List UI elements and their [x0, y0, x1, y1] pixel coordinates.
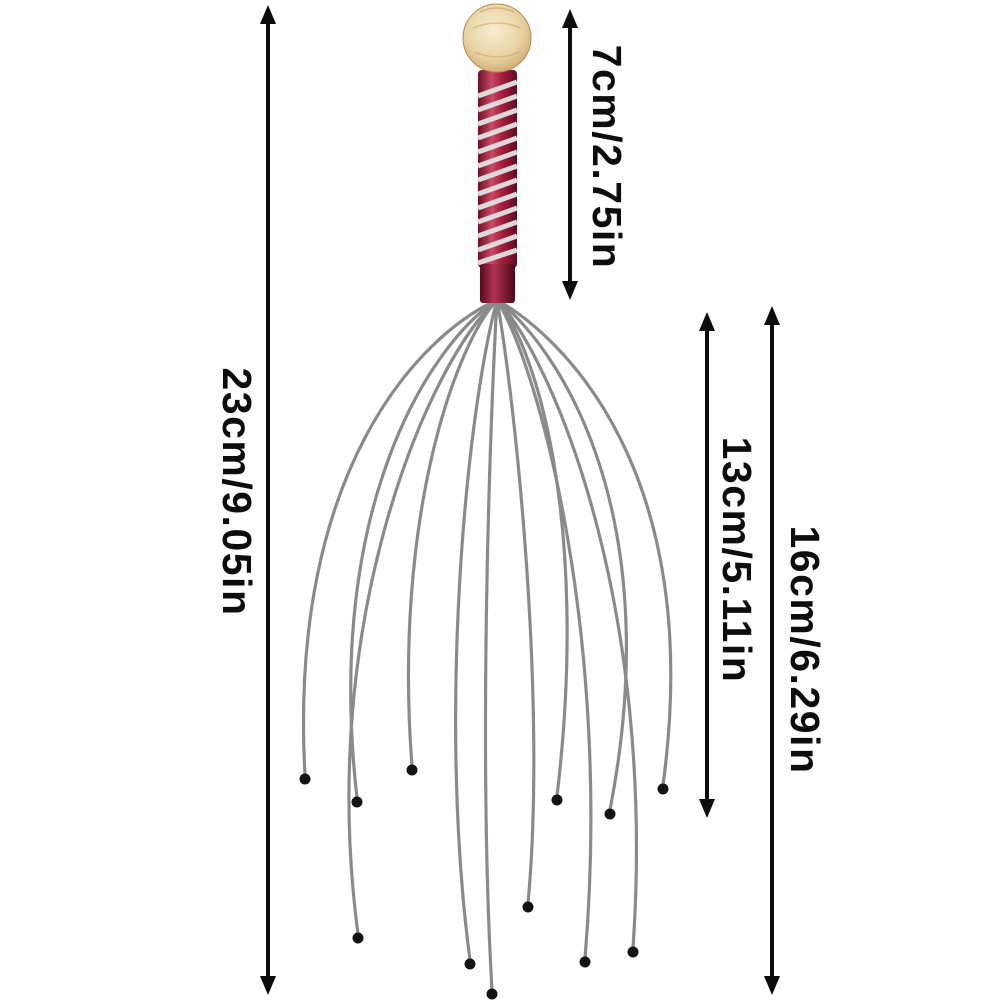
massager-wire — [495, 298, 593, 960]
dimension-arrow-inner — [699, 312, 715, 818]
dimension-label-overall: 23cm/9.05in — [214, 368, 260, 617]
massager-wire — [302, 298, 499, 777]
dimension-label-handle: 7cm/2.75in — [584, 45, 630, 270]
wire-tip — [657, 783, 669, 795]
massager-wire — [349, 298, 499, 800]
massager-wires — [302, 298, 673, 992]
dimension-arrows — [260, 5, 780, 995]
massager-wire — [483, 298, 499, 992]
dimension-arrow-outer — [764, 306, 780, 995]
massager-wire — [454, 298, 499, 962]
wire-tip — [299, 773, 311, 785]
dimension-label-outer: 16cm/6.29in — [782, 526, 828, 775]
dimension-arrow-handle — [562, 9, 578, 300]
massager-wire — [406, 298, 499, 768]
massager-wire — [495, 298, 536, 905]
wire-tip — [627, 946, 639, 958]
massager-wire — [495, 298, 639, 950]
wire-tip — [406, 764, 418, 776]
wire-tip — [486, 988, 498, 1000]
wooden-ball — [462, 3, 532, 73]
dimension-arrow-overall — [260, 5, 276, 995]
wire-tip — [522, 901, 534, 913]
wire-tip — [604, 808, 616, 820]
wire-tip — [551, 794, 563, 806]
dimension-label-inner: 13cm/5.11in — [714, 437, 760, 684]
handle-spiral-stripes — [477, 79, 518, 266]
massager-wire — [347, 298, 499, 936]
massager-wire — [495, 298, 628, 812]
wire-tip — [579, 956, 591, 968]
wire-tip — [352, 932, 364, 944]
wire-tip — [464, 958, 476, 970]
massager-wire — [495, 298, 673, 787]
handle-collar — [480, 264, 515, 303]
wire-tips — [299, 764, 669, 1000]
massager-wire — [495, 298, 569, 798]
massager-handle — [477, 70, 518, 268]
wire-tip — [351, 796, 363, 808]
